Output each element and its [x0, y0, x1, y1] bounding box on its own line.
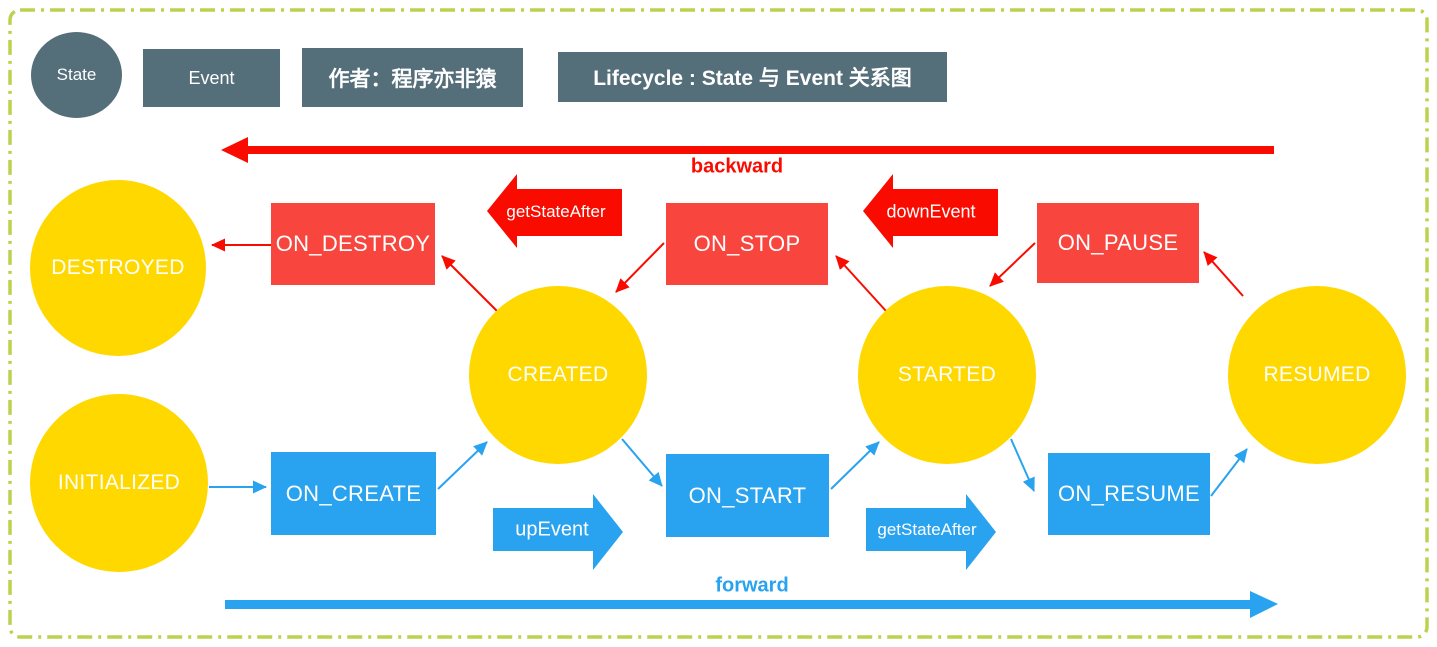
event-node-on-stop: ON_STOP	[666, 203, 828, 285]
down-event-label: downEvent	[886, 201, 976, 222]
legend-event-label: Event	[188, 67, 235, 88]
arrow-on-pause-to-started	[989, 242, 1036, 287]
event-node-on-create: ON_CREATE	[271, 452, 436, 535]
state-node-created: CREATED	[469, 286, 647, 464]
get-state-after-forward-arrow	[866, 494, 996, 570]
event-node-on-start: ON_START	[666, 454, 829, 537]
state-label: CREATED	[507, 363, 609, 386]
arrow-started-to-on-stop	[835, 255, 887, 312]
author-badge: 作者：程序亦非猿	[302, 48, 523, 107]
get-state-after-backward-label: getStateAfter	[506, 202, 606, 221]
arrow-on-stop-to-created	[615, 242, 665, 293]
forward-direction-label: forward	[715, 574, 789, 597]
state-node-initialized: INITIALIZED	[30, 394, 208, 572]
state-label: INITIALIZED	[57, 471, 181, 494]
event-node-on-resume: ON_RESUME	[1048, 453, 1210, 535]
arrow-created-to-on-start	[621, 438, 663, 487]
backward-direction-label: backward	[690, 155, 784, 178]
event-node-on-pause: ON_PAUSE	[1037, 203, 1199, 283]
diagram-border	[8, 8, 1429, 639]
state-label: RESUMED	[1263, 363, 1371, 386]
author-label: 作者：程序亦非猿	[328, 67, 497, 91]
arrow-on-create-to-created	[437, 441, 488, 490]
legend-state-label: State	[56, 65, 97, 84]
up-event-arrow	[493, 494, 623, 570]
state-label: DESTROYED	[51, 256, 185, 279]
legend-state-badge: State	[31, 32, 122, 118]
state-node-started: STARTED	[858, 286, 1036, 464]
diagram-title-badge: Lifecycle : State 与 Event 关系图	[558, 52, 947, 102]
state-node-resumed: RESUMED	[1228, 286, 1406, 464]
state-node-destroyed: DESTROYED	[30, 180, 206, 356]
event-label: ON_STOP	[693, 231, 801, 256]
arrow-on-resume-to-resumed	[1210, 448, 1248, 497]
event-node-on-destroy: ON_DESTROY	[271, 203, 435, 285]
get-state-after-forward-label: getStateAfter	[877, 520, 977, 539]
event-label: ON_RESUME	[1057, 481, 1201, 506]
arrow-created-to-on-destroy	[441, 255, 498, 312]
state-label: STARTED	[897, 363, 997, 386]
forward-arrow	[225, 591, 1278, 618]
event-label: ON_START	[688, 482, 807, 508]
arrow-started-to-on-resume	[1010, 438, 1035, 492]
arrow-on-start-to-started	[830, 441, 880, 490]
arrow-resumed-to-on-pause	[1203, 251, 1244, 297]
diagram-title: Lifecycle : State 与 Event 关系图	[593, 67, 912, 90]
legend-event-badge: Event	[143, 49, 280, 107]
backward-arrow	[221, 137, 1274, 163]
up-event-label: upEvent	[515, 518, 589, 541]
down-event-arrow	[863, 174, 998, 248]
get-state-after-backward-arrow	[487, 174, 622, 248]
event-label: ON_CREATE	[285, 480, 422, 506]
event-label: ON_PAUSE	[1057, 230, 1179, 255]
event-label: ON_DESTROY	[275, 231, 431, 256]
